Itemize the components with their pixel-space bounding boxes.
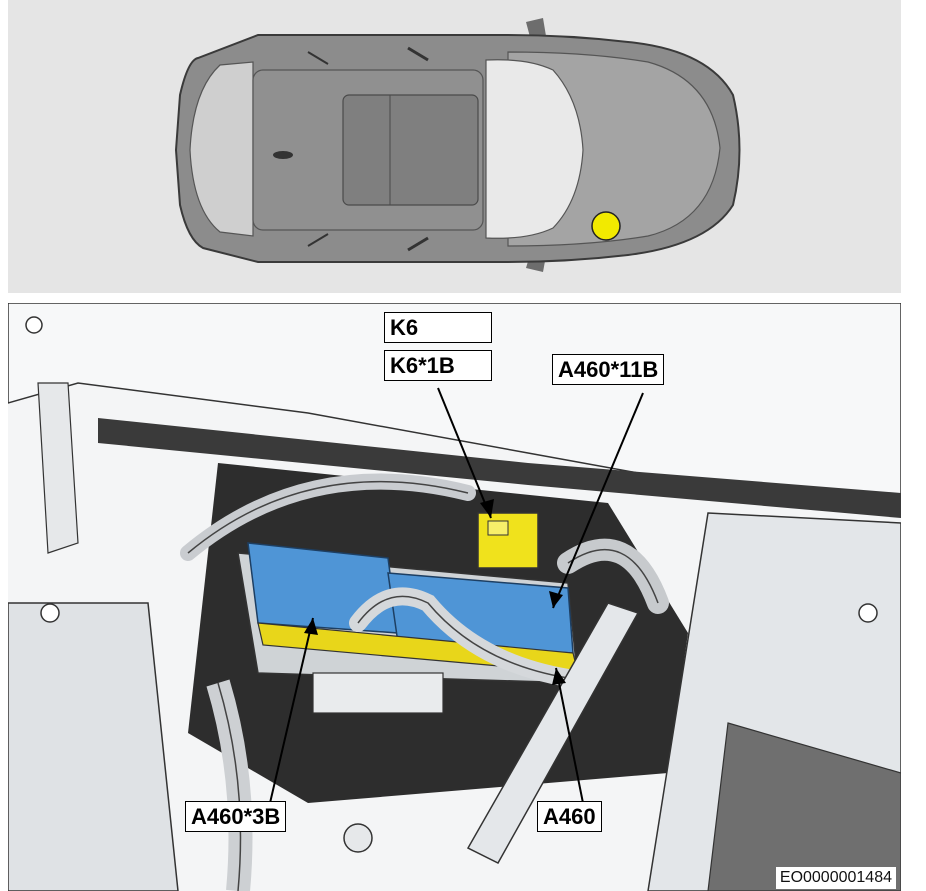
bolt-icon (343, 823, 373, 853)
component-illustration (8, 303, 901, 891)
location-dot-icon (591, 211, 621, 241)
callout-k6: K6 (384, 312, 492, 343)
document-id: EO0000001484 (775, 867, 896, 889)
callout-a460-3b: A460*3B (185, 801, 287, 832)
callout-k6-1b: K6*1B (384, 350, 492, 381)
callout-a460: A460 (537, 801, 602, 832)
strut-icon (466, 602, 640, 864)
car-top-view-icon (174, 18, 741, 272)
upper-bulkhead-icon (8, 303, 901, 514)
windshield-icon (485, 59, 584, 239)
component-detail-panel (8, 303, 901, 891)
fuse-block-icon (312, 672, 444, 714)
callout-a460-11b: A460*11B (552, 354, 665, 385)
seal-strip-icon (98, 418, 901, 518)
sunroof-icon (342, 94, 479, 206)
rear-window-icon (189, 61, 254, 237)
connector-a460-3b-icon (247, 542, 399, 634)
antenna-icon (273, 151, 293, 159)
vehicle-overview-panel (8, 0, 901, 293)
